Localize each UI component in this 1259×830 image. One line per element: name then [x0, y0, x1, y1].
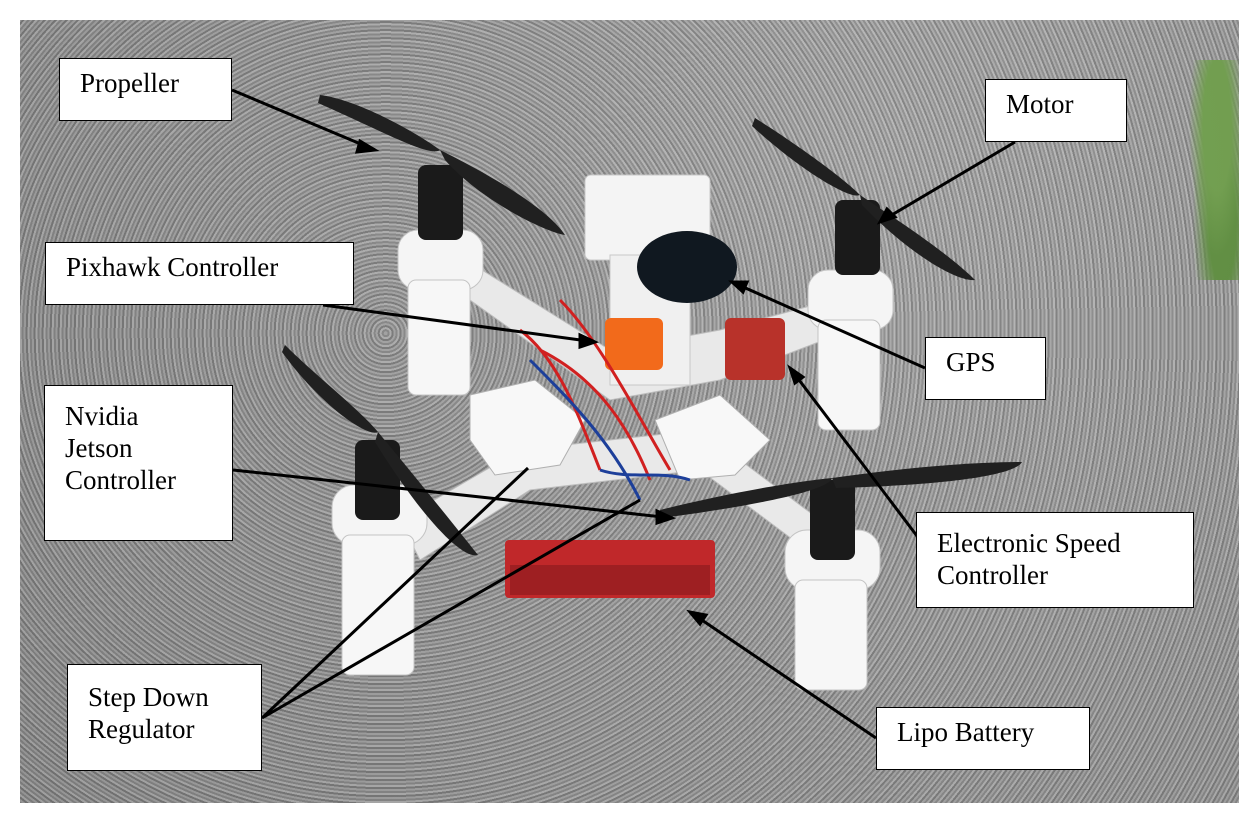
step-down-regulator [469, 379, 586, 476]
label-line: Controller [937, 560, 1048, 590]
leader-stepdown-2 [261, 498, 641, 720]
leader-pixhawk [322, 303, 596, 344]
leader-stepdown-1 [260, 466, 530, 720]
label-pixhawk-controller: Pixhawk Controller [45, 242, 354, 305]
label-nvidia-jetson-controller: Nvidia Jetson Controller [44, 385, 233, 541]
leader-lines [231, 88, 1016, 740]
gps-puck [637, 231, 737, 303]
leader-jetson [232, 468, 673, 520]
label-line: Electronic Speed [937, 528, 1121, 558]
label-lipo-battery: Lipo Battery [876, 707, 1090, 770]
electronics [469, 231, 785, 598]
pixhawk-unit [605, 318, 663, 370]
jetson-board-box [654, 394, 771, 481]
label-line: Jetson [65, 433, 133, 463]
label-line: Regulator [88, 714, 195, 744]
landing-legs [331, 229, 894, 691]
leader-lipo [689, 610, 877, 740]
esc-unit [725, 318, 785, 380]
label-line: Controller [65, 465, 176, 495]
label-electronic-speed-controller: Electronic Speed Controller [916, 512, 1194, 608]
leader-gps [731, 280, 926, 370]
label-line: Step Down [88, 682, 209, 712]
leader-propeller [231, 88, 376, 152]
leader-esc [788, 367, 922, 541]
label-step-down-regulator: Step Down Regulator [67, 664, 262, 771]
label-gps: GPS [925, 337, 1046, 400]
label-motor: Motor [985, 79, 1127, 142]
leader-motor [879, 140, 1016, 224]
label-line: Nvidia [65, 401, 139, 431]
label-propeller: Propeller [59, 58, 232, 121]
